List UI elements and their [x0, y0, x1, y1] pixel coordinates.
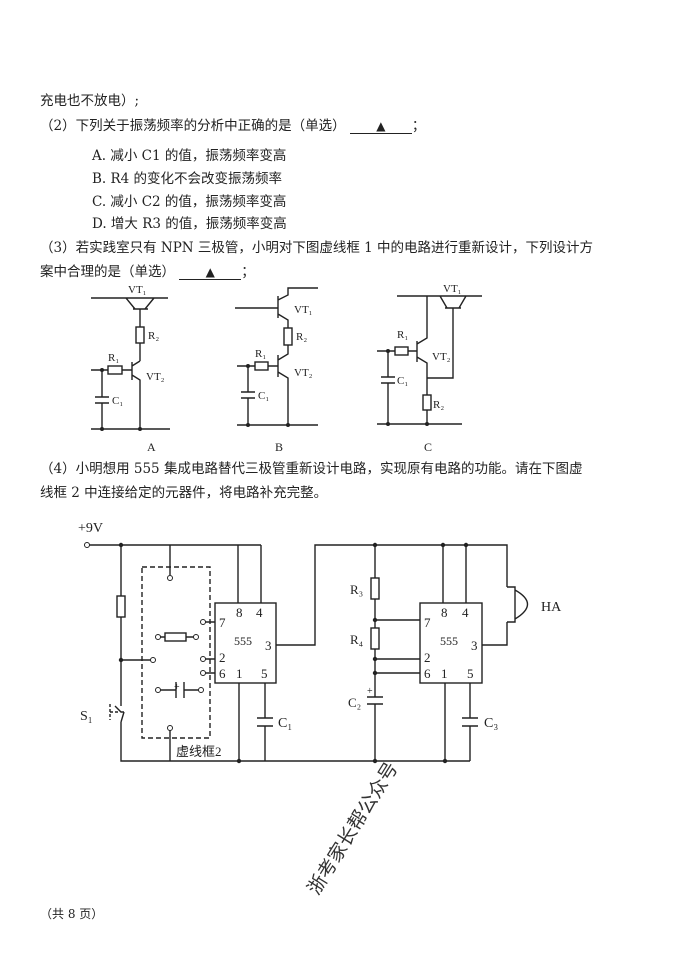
answer-blank[interactable]: ▲	[349, 119, 412, 134]
supply-label: +9V	[78, 521, 103, 536]
ic-label: 555	[234, 634, 252, 648]
dashed-box-label: 虚线框2	[176, 744, 222, 759]
pin-label: 4	[462, 605, 469, 620]
pin-label: 2	[219, 650, 226, 665]
pin-label: 6	[219, 666, 226, 681]
vt1-label: VT₁	[128, 284, 147, 296]
r2-label: R₂	[296, 331, 307, 343]
option-b-label: B	[275, 440, 283, 454]
option-a: A. 减小 C1 的值，振荡频率变高	[92, 148, 287, 164]
question-3-cont: 案中合理的是（单选） ▲；	[40, 260, 255, 280]
vt1-label: VT₁	[443, 283, 462, 295]
r1-label: R₁	[397, 329, 408, 341]
plus-sign: +	[174, 682, 180, 693]
question-2: （2）下列关于振荡频率的分析中正确的是（单选） ▲；	[40, 114, 425, 134]
r3-label: R₃	[350, 582, 363, 597]
c1-label: C₁	[397, 375, 408, 387]
r1-label: R₁	[108, 352, 119, 364]
pin-label: 5	[261, 666, 268, 681]
pin-label: 7	[424, 615, 431, 630]
punct: ；	[241, 264, 255, 280]
r2-label: R₂	[148, 330, 159, 342]
pin-label: 2	[424, 650, 431, 665]
pin-label: 4	[256, 605, 263, 620]
vt2-label: VT₂	[146, 371, 165, 383]
option-c: C. 减小 C2 的值，振荡频率变高	[92, 194, 287, 210]
pin-label: 6	[424, 666, 431, 681]
question-text: 案中合理的是（单选）	[40, 264, 175, 280]
r1-label: R₁	[255, 348, 266, 360]
plus-sign: +	[367, 686, 373, 697]
pin-label: 7	[219, 615, 226, 630]
option-c-circuit: VT₁ R₁ VT₂ C₁ R₂ C	[377, 283, 482, 454]
c2-label: C₂	[348, 695, 361, 710]
c3-label: C₃	[484, 716, 498, 731]
main-circuit: +9V S₁ + 虚线框2 8 4 7 555 3 2 6 1 5 C₁ R₃ …	[78, 521, 562, 764]
pin-label: 8	[441, 605, 448, 620]
text-line: 充电也不放电）;	[40, 93, 140, 109]
ic-label: 555	[440, 634, 458, 648]
question-text: （2）下列关于振荡频率的分析中正确的是（单选）	[40, 118, 346, 134]
pin-label: 5	[467, 666, 474, 681]
option-b: B. R4 的变化不会改变振荡频率	[92, 171, 283, 187]
ha-label: HA	[541, 600, 562, 615]
answer-blank[interactable]: ▲	[179, 265, 242, 280]
pin-label: 1	[441, 666, 448, 681]
option-c-label: C	[424, 440, 432, 454]
r2-label: R₂	[433, 399, 444, 411]
vt2-label: VT₂	[294, 367, 313, 379]
c1-label: C₁	[258, 390, 269, 402]
pin-label: 8	[236, 605, 243, 620]
pin-label: 3	[471, 638, 478, 653]
option-b-circuit: VT₁ R₂ R₁ VT₂ C₁ B	[235, 287, 318, 454]
question-4: （4）小明想用 555 集成电路替代三极管重新设计电路，实现原有电路的功能。请在…	[40, 461, 583, 477]
r4-label: R₄	[350, 632, 364, 647]
c1-label: C₁	[112, 395, 123, 407]
punct: ；	[411, 118, 426, 134]
question-3: （3）若实践室只有 NPN 三极管，小明对下图虚线框 1 中的电路进行重新设计，…	[40, 240, 594, 256]
pin-label: 1	[236, 666, 243, 681]
s1-label: S₁	[80, 709, 93, 724]
option-a-circuit: VT₁ R₂ R₁ VT₂ C₁ A	[91, 284, 170, 454]
vt2-label: VT₂	[432, 351, 451, 363]
option-d: D. 增大 R3 的值，振荡频率变高	[92, 216, 287, 232]
option-a-label: A	[147, 440, 156, 454]
vt1-label: VT₁	[294, 304, 313, 316]
pin-label: 3	[265, 638, 272, 653]
page-footer: （共 8 页）	[40, 907, 104, 921]
question-4-cont: 线框 2 中连接给定的元器件，将电路补充完整。	[40, 485, 328, 501]
c1-label: C₁	[278, 716, 292, 731]
